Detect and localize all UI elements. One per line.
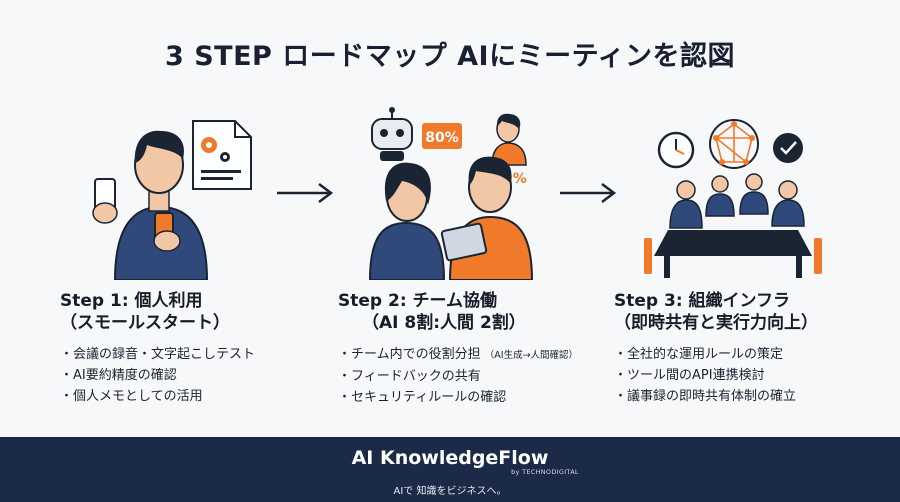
clock-icon (657, 131, 695, 169)
list-item-note: （AI生成→人間確認） (484, 350, 579, 361)
step1-bullets: 会議の録音・文字起こしテスト AI要約精度の確認 個人メモとしての活用 (60, 344, 340, 407)
two-people-with-tablet (368, 156, 534, 280)
small-person-icon (491, 113, 527, 166)
list-item: AI要約精度の確認 (60, 365, 340, 386)
robot-icon (371, 107, 413, 161)
list-item: 全社的な運用ルールの策定 (614, 344, 894, 365)
page-title: 3 STEP ロードマップ AIにミーティンを認図 (165, 41, 735, 72)
brand-byline: by TECHNODIGITAL (511, 468, 579, 476)
step3-heading: Step 3: 組織インフラ (614, 291, 791, 311)
step1-column: Step 1: 個人利用 （スモールスタート） 会議の録音・文字起こしテスト A… (60, 290, 340, 407)
step3-illustration (644, 119, 822, 278)
brand-logo: AI KnowledgeFlow (351, 447, 549, 469)
list-item: チーム内での役割分担 （AI生成→人間確認） (338, 344, 618, 366)
network-icon (709, 119, 759, 169)
arrow-right-icon (277, 183, 334, 203)
meeting-table (644, 173, 822, 278)
footer: AI KnowledgeFlow by TECHNODIGITAL AIで 知識… (0, 437, 900, 502)
step2-column: Step 2: チーム協働 （AI 8割:人間 2割） チーム内での役割分担 （… (338, 290, 618, 408)
list-item-text: チーム内での役割分担 (351, 347, 481, 362)
step2-heading: Step 2: チーム協働 (338, 291, 498, 311)
checkmark-icon (773, 133, 803, 163)
step3-bullets: 全社的な運用ルールの策定 ツール間のAPI連携検討 議事録の即時共有体制の確立 (614, 344, 894, 407)
document-gear-icon (192, 120, 252, 190)
list-item: フィードバックの共有 (338, 366, 618, 387)
step1-subheading: （スモールスタート） (60, 313, 230, 333)
person-with-phone (92, 130, 209, 280)
step2-illustration: 80% 20% (368, 107, 534, 280)
arrow-right-icon (560, 183, 617, 203)
brand-tagline: AIで 知識をビジネスへ。 (393, 486, 507, 497)
list-item: セキュリティルールの確認 (338, 387, 618, 408)
step3-subheading: （即時共有と実行力向上） (614, 313, 818, 333)
step1-illustration (92, 120, 252, 280)
step1-heading: Step 1: 個人利用 (60, 291, 203, 311)
list-item: 議事録の即時共有体制の確立 (614, 386, 894, 407)
list-item: ツール間のAPI連携検討 (614, 365, 894, 386)
step2-subheading: （AI 8割:人間 2割） (362, 313, 526, 333)
list-item: 個人メモとしての活用 (60, 386, 340, 407)
step2-bullets: チーム内での役割分担 （AI生成→人間確認） フィードバックの共有 セキュリティ… (338, 344, 618, 408)
list-item: 会議の録音・文字起こしテスト (60, 344, 340, 365)
step3-column: Step 3: 組織インフラ （即時共有と実行力向上） 全社的な運用ルールの策定… (614, 290, 894, 407)
network-nodes (713, 121, 755, 165)
ai-percent-badge: 80% (425, 130, 459, 146)
